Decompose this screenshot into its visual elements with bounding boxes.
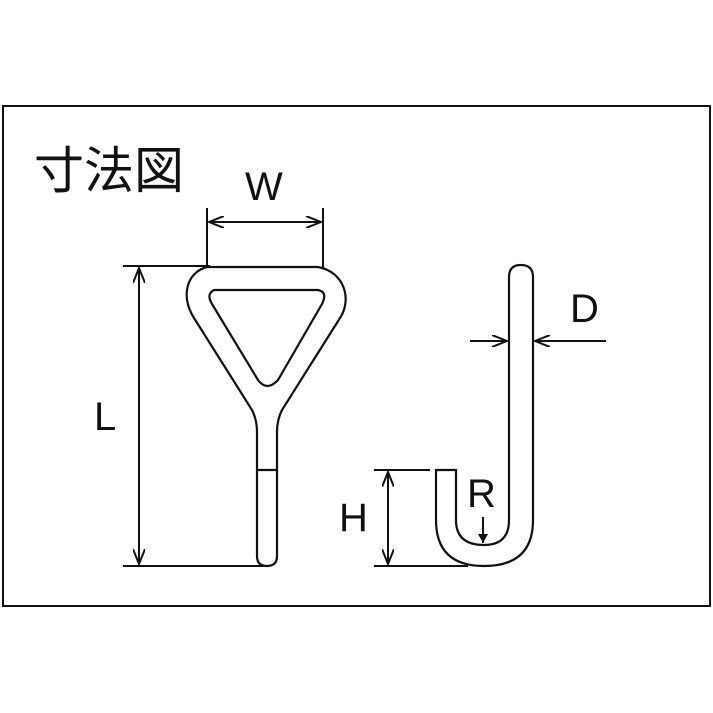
height-dimension bbox=[374, 469, 468, 567]
diameter-label: D bbox=[570, 287, 599, 331]
width-label: W bbox=[245, 165, 283, 209]
radius-label: R bbox=[467, 472, 496, 516]
width-dimension bbox=[206, 208, 324, 268]
diagram-frame bbox=[2, 105, 711, 607]
j-hook-part bbox=[434, 263, 535, 568]
height-label: H bbox=[339, 496, 368, 540]
triangle-ring-part bbox=[185, 265, 347, 568]
drawing-title: 寸法図 bbox=[34, 142, 184, 200]
length-label: L bbox=[94, 395, 116, 439]
length-dimension bbox=[123, 265, 268, 567]
